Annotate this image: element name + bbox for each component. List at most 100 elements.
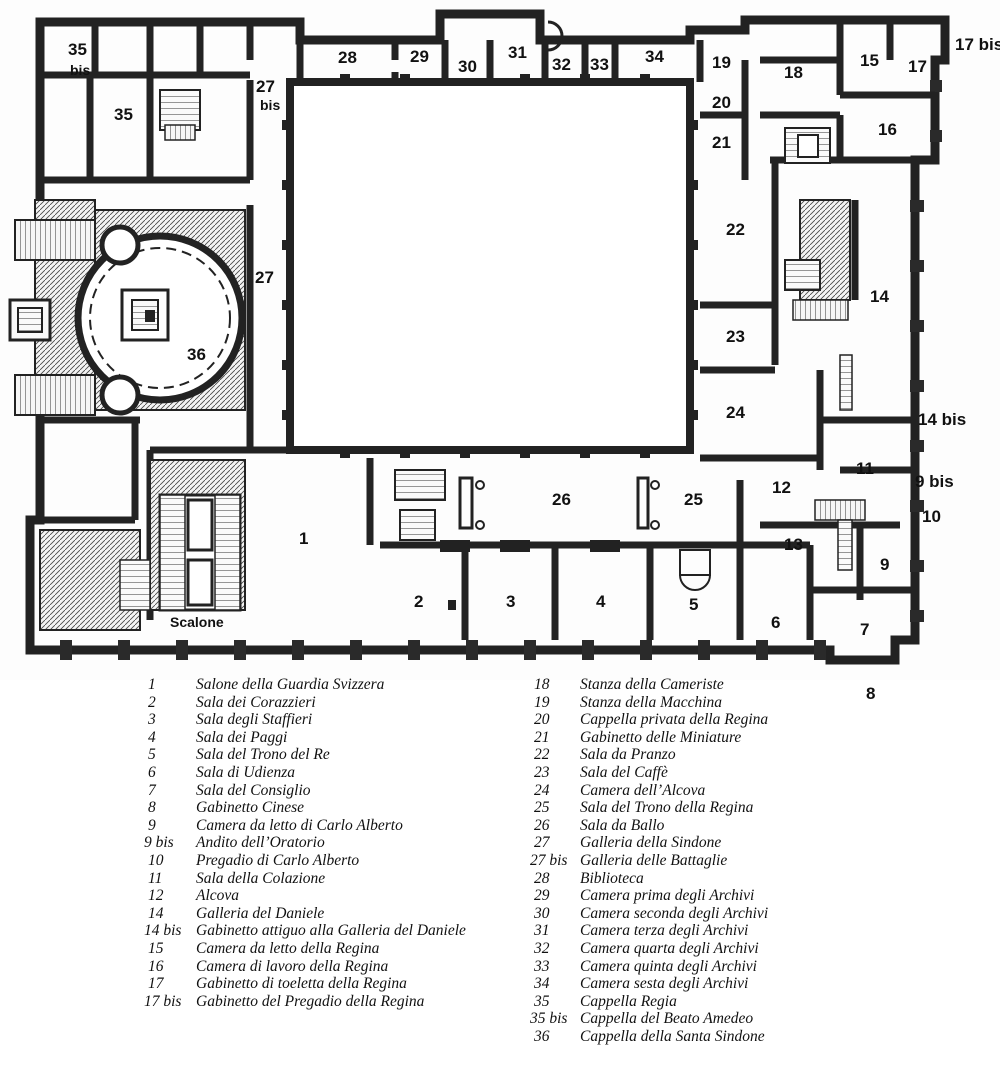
legend-room-name: Cappella Regia [580, 992, 677, 1010]
room-label-9bis: 9 bis [915, 472, 954, 491]
room-label-7: 7 [860, 620, 869, 639]
legend-number: 9 bis [144, 834, 174, 852]
legend-room-name: Galleria delle Battaglie [580, 851, 728, 869]
legend-number: 18 [534, 676, 550, 693]
room-label-17: 17 [908, 57, 927, 76]
legend-item: 10 Pregadio di Carlo Alberto [130, 852, 510, 870]
legend-room-name: Galleria della Sindone [580, 834, 722, 852]
legend-item: 27 bis Galleria delle Battaglie [516, 852, 846, 870]
legend-room-name: Stanza della Cameriste [580, 676, 724, 693]
chapel-stairs [8, 219, 96, 416]
legend-item: 21 Gabinetto delle Miniature [516, 729, 846, 747]
legend-number: 34 [534, 975, 550, 993]
legend-room-name: Camera da letto di Carlo Alberto [196, 816, 403, 834]
legend-item: 20 Cappella privata della Regina [516, 711, 846, 729]
legend-room-name: Camera quarta degli Archivi [580, 939, 759, 957]
room-label-18: 18 [784, 63, 803, 82]
legend-number: 20 [534, 711, 550, 729]
legend-room-name: Gabinetto di toeletta della Regina [196, 975, 407, 993]
room-label-36: 36 [187, 345, 206, 364]
room-label-27: 27 [255, 268, 274, 287]
room-label-31: 31 [508, 43, 527, 62]
legend-item: 6 Sala di Udienza [130, 764, 510, 782]
legend-number: 21 [534, 728, 550, 746]
legend-number: 25 [534, 799, 550, 817]
room-label-12: 12 [772, 478, 791, 497]
legend-room-name: Camera prima degli Archivi [580, 887, 755, 905]
legend-number: 4 [148, 728, 156, 746]
legend-item: 17 bis Gabinetto del Pregadio della Regin… [130, 993, 510, 1011]
room-label-25: 25 [684, 490, 703, 509]
room-label-33: 33 [590, 55, 609, 74]
legend-room-name: Sala di Udienza [196, 763, 296, 781]
legend-room-name: Cappella privata della Regina [580, 711, 769, 729]
room-label-3: 3 [506, 592, 515, 611]
legend-number: 31 [534, 922, 550, 940]
room-label-27bis: 27 [256, 77, 275, 96]
south-piers [440, 540, 620, 610]
legend-room-name: Gabinetto delle Miniature [580, 728, 742, 746]
legend-room-name: Camera dell’Alcova [580, 781, 706, 799]
legend-number: 17 bis [144, 992, 182, 1010]
legend-room-name: Pregadio di Carlo Alberto [196, 851, 360, 869]
legend-room-name: Sala del Caffè [580, 763, 668, 781]
legend-number: 28 [534, 869, 550, 887]
courtyard [282, 74, 698, 458]
legend-room-name: Sala degli Staffieri [196, 711, 313, 729]
legend-number: 6 [148, 763, 156, 781]
room-label-16: 16 [878, 120, 897, 139]
room-label-27bis-suffix: bis [260, 97, 280, 113]
legend-room-name: Gabinetto del Pregadio della Regina [196, 992, 425, 1010]
room-label-32: 32 [552, 55, 571, 74]
room-label-scalone: Scalone [170, 614, 224, 630]
legend-number: 17 [148, 975, 164, 993]
legend-room-name: Galleria del Daniele [196, 904, 325, 922]
legend-number: 14 bis [144, 922, 182, 940]
legend-number: 12 [148, 887, 164, 905]
room-label-17bis: 17 bis [955, 35, 1000, 54]
room-label-9: 9 [880, 555, 889, 574]
legend-item: 17 Gabinetto di toeletta della Regina [130, 975, 510, 993]
legend-number: 10 [148, 851, 164, 869]
legend-room-name: Camera seconda degli Archivi [580, 904, 769, 922]
legend-item: 18 Stanza della Cameriste [516, 676, 846, 694]
floor-plan-drawing: 35 bis 35 28 29 30 31 32 33 34 19 18 15 … [8, 9, 1000, 665]
legend-number: 35 [534, 992, 550, 1010]
room-label-34: 34 [645, 47, 664, 66]
legend-number: 27 bis [530, 851, 568, 869]
room-label-10: 10 [922, 507, 941, 526]
legend-room-name: Alcova [196, 887, 240, 905]
legend-room-name: Gabinetto Cinese [196, 799, 305, 817]
legend-room-name: Sala del Trono della Regina [580, 799, 754, 817]
legend-number: 36 [534, 1027, 550, 1045]
legend-number: 14 [148, 904, 164, 922]
floor-plan: 35 bis 35 28 29 30 31 32 33 34 19 18 15 … [8, 9, 1000, 665]
room-label-14: 14 [870, 287, 889, 306]
facade-pilasters [60, 80, 942, 660]
sindone-chapel [74, 224, 246, 416]
legend-room-name: Sala del Trono del Re [196, 746, 330, 764]
room-label-8-outside: 8 [866, 684, 876, 703]
room-label-11: 11 [856, 459, 874, 478]
room-label-28: 28 [338, 48, 357, 67]
room-labels: 35 bis 35 28 29 30 31 32 33 34 19 18 15 … [68, 35, 1000, 639]
